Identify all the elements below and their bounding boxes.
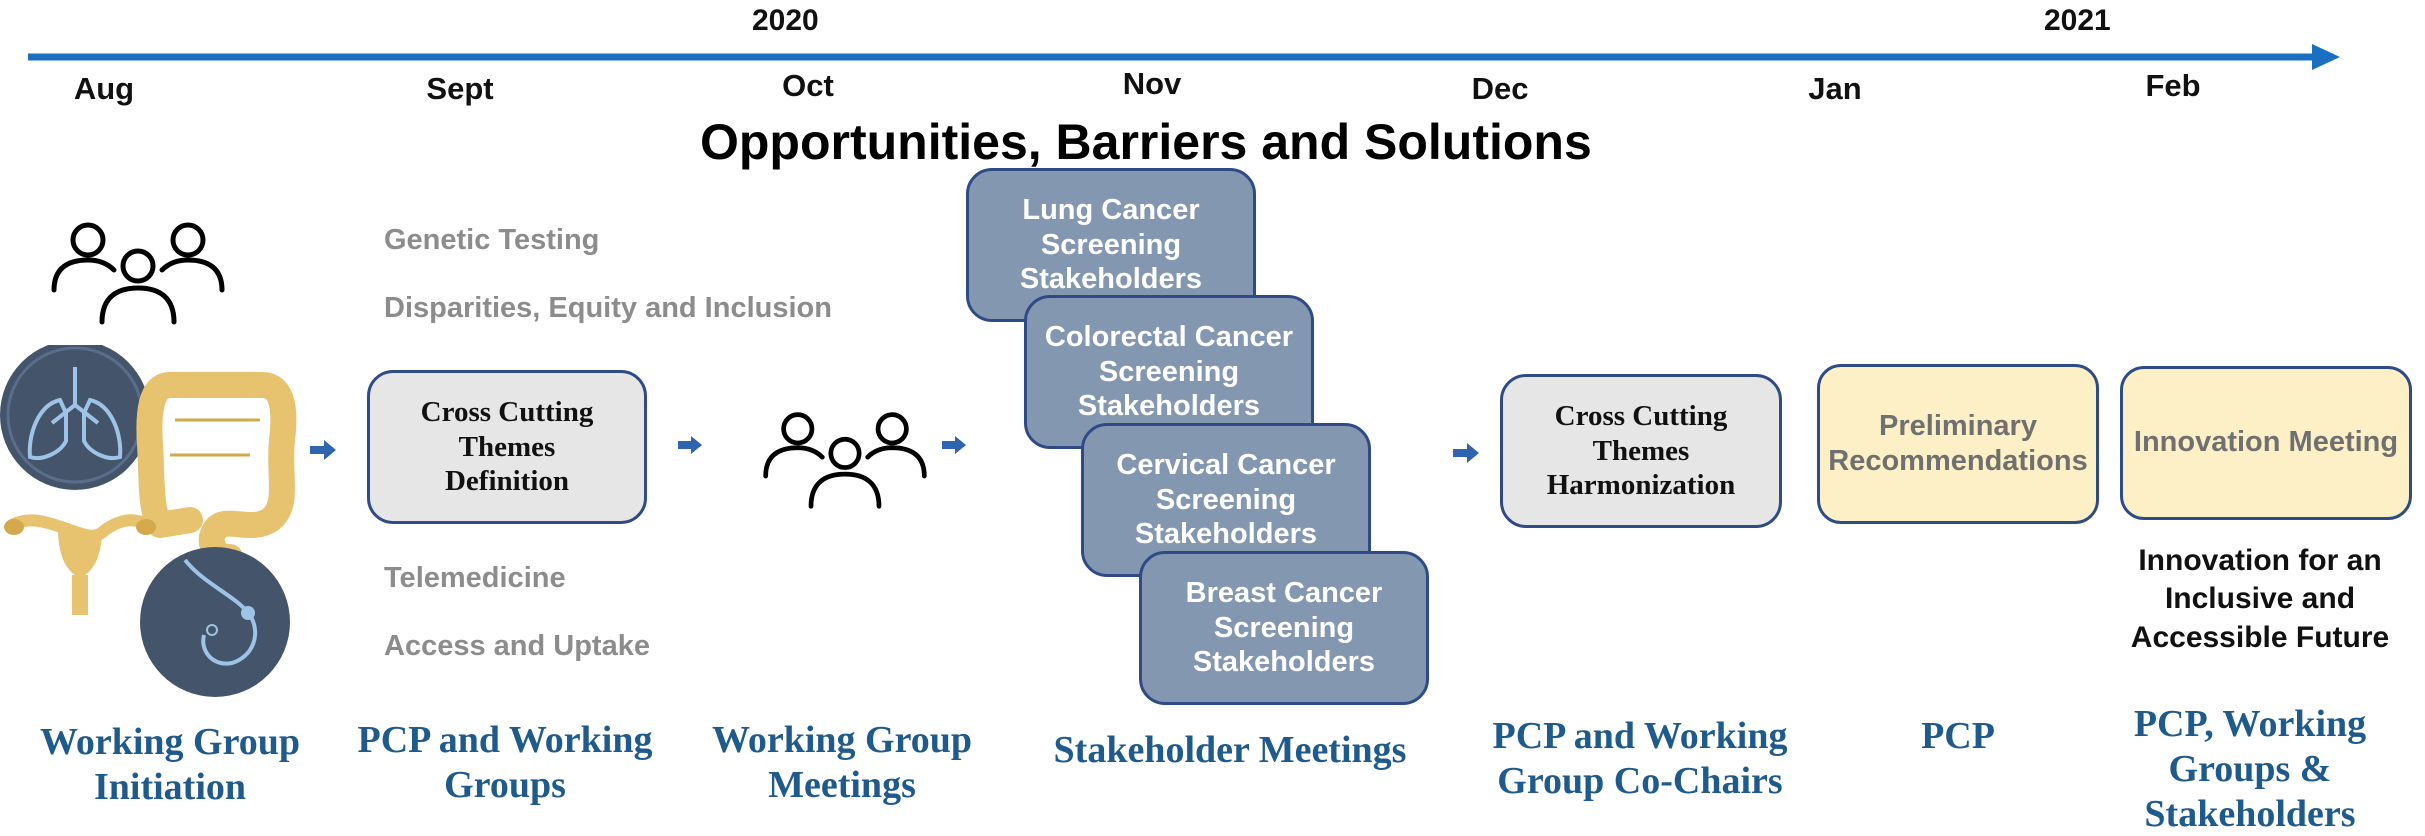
phase-label-text: Working Group Initiation xyxy=(39,721,301,808)
phase-label-text: PCP and Working Group Co-Chairs xyxy=(1492,715,1788,802)
people-group-icon xyxy=(51,222,225,325)
phase-label-stakeholder-meetings: Stakeholder Meetings xyxy=(1020,728,1440,773)
stakeholder-label-lung: Lung Cancer Screening Stakeholders xyxy=(1019,193,1203,296)
phase-label-pcp-co-chairs: PCP and Working Group Co-Chairs xyxy=(1470,714,1810,804)
diagram-title: Opportunities, Barriers and Solutions xyxy=(700,114,1592,170)
theme-disparities: Disparities, Equity and Inclusion xyxy=(384,292,832,324)
phase-label-working-group-initiation: Working Group Initiation xyxy=(10,720,330,810)
cross-cutting-harmonization-box: Cross Cutting Themes Harmonization xyxy=(1500,374,1782,528)
stakeholder-label-breast: Breast Cancer Screening Stakeholders xyxy=(1185,576,1383,679)
arrow-right-icon xyxy=(1453,443,1479,463)
breast-icon xyxy=(140,547,290,697)
people-group-icon xyxy=(763,412,927,509)
phase-label-text: Working Group Meetings xyxy=(711,719,973,806)
timeline-arrow xyxy=(28,44,2340,70)
month-dec: Dec xyxy=(1471,71,1529,106)
lung-icon xyxy=(0,345,150,490)
colon-icon xyxy=(136,372,297,571)
preliminary-recommendations-label: Preliminary Recommendations xyxy=(1828,409,2088,477)
phase-label-text: PCP, Working Groups & Stakeholders xyxy=(2133,703,2367,835)
innovation-meeting-box: Innovation Meeting xyxy=(2120,366,2412,520)
theme-access-uptake: Access and Uptake xyxy=(384,630,650,662)
phase-label-pcp-groups-stakeholders: PCP, Working Groups & Stakeholders xyxy=(2090,702,2410,836)
phase-label-text: PCP xyxy=(1921,715,1995,757)
innovation-note: Innovation for an Inclusive and Accessib… xyxy=(2100,542,2420,657)
arrow-right-icon xyxy=(310,440,336,460)
phase-label-text: PCP and Working Groups xyxy=(357,719,653,806)
cross-cutting-harmonization-label: Cross Cutting Themes Harmonization xyxy=(1546,399,1736,502)
organ-icons xyxy=(0,345,297,697)
month-feb: Feb xyxy=(2145,68,2201,103)
phase-label-working-group-meetings: Working Group Meetings xyxy=(682,718,1002,808)
innovation-meeting-label: Innovation Meeting xyxy=(2133,426,2399,459)
phase-label-pcp-working-groups: PCP and Working Groups xyxy=(345,718,665,808)
cross-cutting-definition-box: Cross Cutting Themes Definition xyxy=(367,370,647,524)
month-jan: Jan xyxy=(1808,71,1862,106)
month-nov: Nov xyxy=(1122,66,1182,101)
year-2021: 2021 xyxy=(2044,4,2111,37)
timeline: 2020 2021 Aug Sept Oct Nov Dec Jan Feb xyxy=(0,0,2425,106)
theme-genetic-testing: Genetic Testing xyxy=(384,224,600,256)
phase-label-pcp: PCP xyxy=(1878,714,2038,759)
stakeholder-label-colorectal: Colorectal Cancer Screening Stakeholders xyxy=(1044,320,1294,423)
month-oct: Oct xyxy=(782,68,834,103)
month-aug: Aug xyxy=(73,71,135,106)
stakeholder-box-breast: Breast Cancer Screening Stakeholders xyxy=(1139,551,1429,705)
arrow-right-icon xyxy=(942,436,966,454)
phase-label-text: Stakeholder Meetings xyxy=(1053,729,1407,771)
stakeholder-label-cervical: Cervical Cancer Screening Stakeholders xyxy=(1116,448,1336,551)
preliminary-recommendations-box: Preliminary Recommendations xyxy=(1817,364,2099,524)
cross-cutting-definition-label: Cross Cutting Themes Definition xyxy=(420,395,594,498)
year-2020: 2020 xyxy=(752,4,819,37)
theme-telemedicine: Telemedicine xyxy=(384,562,566,594)
arrow-right-icon xyxy=(678,436,702,454)
uterus-icon xyxy=(4,514,156,615)
month-sept: Sept xyxy=(426,71,494,106)
innovation-note-text: Innovation for an Inclusive and Accessib… xyxy=(2130,544,2390,654)
